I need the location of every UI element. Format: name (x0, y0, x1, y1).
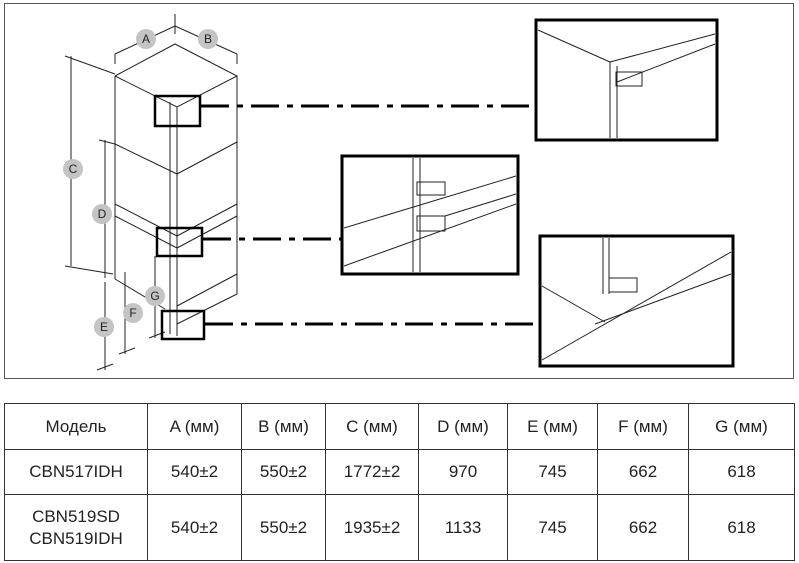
dimension-label-a: A (142, 32, 150, 46)
value-c: 1935±2 (325, 494, 419, 561)
header-d: D (мм) (418, 403, 508, 450)
header-model: Модель (4, 403, 148, 450)
value-b: 550±2 (241, 494, 326, 561)
value-e: 745 (507, 449, 598, 495)
value-g: 618 (688, 449, 795, 495)
dimension-label-circle-g (145, 286, 165, 306)
dimension-label-e: E (100, 320, 108, 334)
model-cell: CBN517IDH (4, 449, 148, 495)
value-a: 540±2 (147, 494, 242, 561)
header-b: B (мм) (241, 403, 326, 450)
model-cell: CBN519SD CBN519IDH (4, 494, 148, 561)
dimension-label-b: B (204, 32, 212, 46)
dimension-label-circle-b (198, 29, 218, 49)
value-f: 662 (597, 449, 689, 495)
dimensions-table: Модель A (мм) B (мм) C (мм) D (мм) E (мм… (4, 403, 795, 561)
dimension-labels: A B C D E FG (63, 29, 218, 337)
table-row: CBN519SD CBN519IDH 540±2 550±2 1935±2 11… (4, 494, 795, 561)
value-d: 1133 (418, 494, 508, 561)
detail-view-middle (340, 154, 520, 276)
dimension-label-circle-d (92, 204, 112, 224)
value-a: 540±2 (147, 449, 242, 495)
header-g: G (мм) (688, 403, 795, 450)
value-g: 618 (688, 494, 795, 561)
table-row: CBN517IDH 540±2 550±2 1772±2 970 745 662… (4, 449, 795, 495)
middle-hinge-highlight (155, 226, 204, 258)
header-e: E (мм) (507, 403, 598, 450)
model-name: CBN517IDH (29, 462, 123, 481)
value-c: 1772±2 (325, 449, 419, 495)
header-c: C (мм) (325, 403, 419, 450)
dimension-label-c: C (69, 162, 78, 176)
dimension-label-d: D (98, 207, 107, 221)
value-e: 745 (507, 494, 598, 561)
model-name: CBN519SD (32, 506, 120, 526)
dimension-lines-ab (114, 14, 238, 64)
detail-view-top (534, 18, 719, 142)
dimension-label-circle-f (123, 303, 143, 323)
value-d: 970 (418, 449, 508, 495)
dimension-label-circle-e (94, 317, 114, 337)
header-a: A (мм) (147, 403, 242, 450)
fridge-installation-diagram: A B C D E FG (63, 14, 735, 371)
fridge-cabinet (114, 43, 239, 336)
header-f: F (мм) (597, 403, 689, 450)
top-hinge-highlight (153, 94, 202, 128)
detail-view-bottom (538, 234, 735, 368)
table-header-row: Модель A (мм) B (мм) C (мм) D (мм) E (мм… (4, 403, 795, 450)
dimension-label-f: F (129, 306, 136, 320)
value-f: 662 (597, 494, 689, 561)
dimension-label-circle-c (63, 159, 83, 179)
bottom-hinge-highlight (160, 309, 206, 341)
dimension-label-circle-a (136, 29, 156, 49)
value-b: 550±2 (241, 449, 326, 495)
model-name: CBN519IDH (29, 528, 123, 548)
dimension-label-g: G (150, 289, 159, 303)
